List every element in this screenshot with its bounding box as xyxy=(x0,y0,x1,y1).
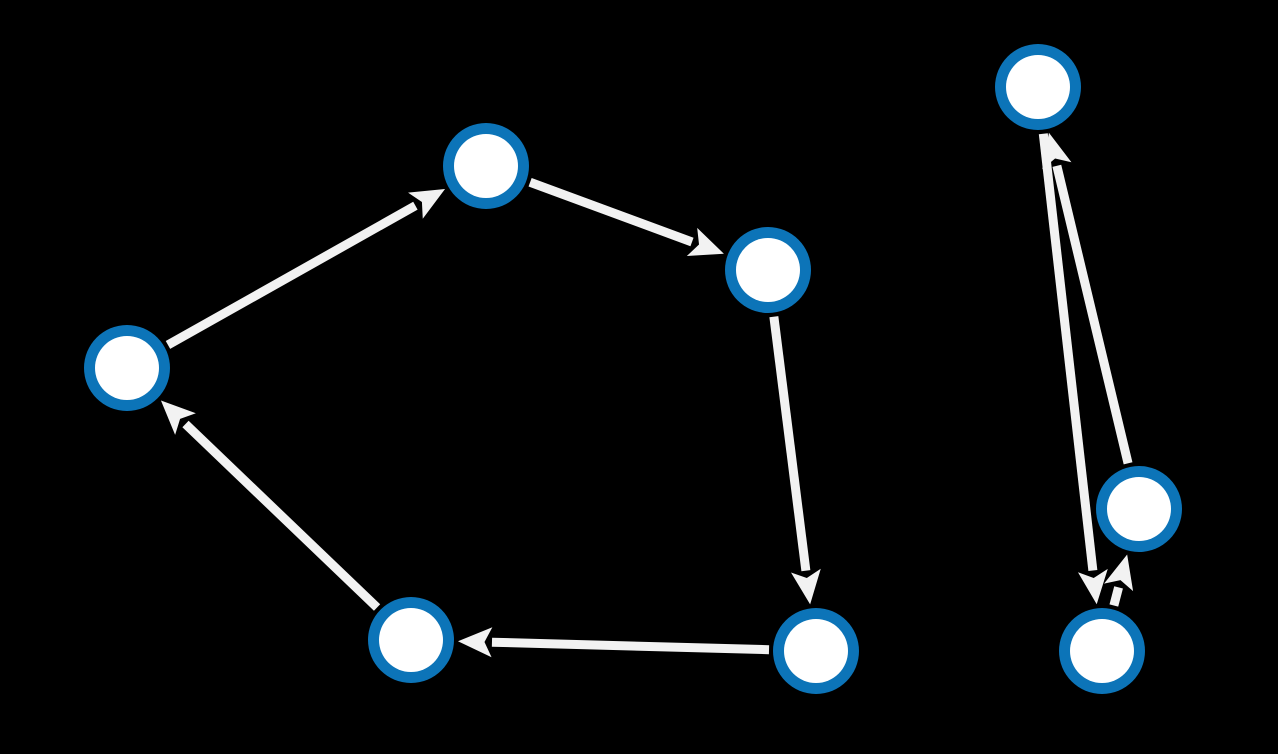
arrowhead-icon xyxy=(790,568,821,605)
graph-node-n7[interactable] xyxy=(1059,608,1145,694)
edge-n2-to-n3 xyxy=(528,178,724,257)
edge-line xyxy=(1052,164,1133,465)
arrowhead-icon xyxy=(1077,568,1108,605)
graph-node-n8[interactable] xyxy=(368,597,454,683)
graph-node-n3[interactable] xyxy=(725,227,811,313)
arrowhead-icon xyxy=(408,189,446,219)
edge-n7-to-n5 xyxy=(1104,554,1134,607)
edge-n6-to-n8 xyxy=(457,627,770,658)
edge-line xyxy=(528,178,694,247)
node-core xyxy=(736,238,800,302)
node-core xyxy=(1006,55,1070,119)
node-core xyxy=(95,336,159,400)
node-core xyxy=(1107,477,1171,541)
edge-line xyxy=(491,637,770,655)
edge-n4-to-n7 xyxy=(1038,133,1108,605)
graph-node-n6[interactable] xyxy=(773,608,859,694)
nodes-layer xyxy=(84,44,1182,694)
node-core xyxy=(1070,619,1134,683)
edge-line xyxy=(769,316,811,572)
arrowhead-icon xyxy=(160,400,196,435)
edge-n5-to-n4 xyxy=(1042,132,1133,465)
node-core xyxy=(379,608,443,672)
arrowhead-icon xyxy=(686,227,724,257)
edge-line xyxy=(1038,133,1098,572)
edge-n3-to-n6 xyxy=(769,316,821,605)
edge-line xyxy=(182,420,381,611)
edge-line xyxy=(165,201,418,349)
arrowhead-icon xyxy=(1104,554,1134,592)
graph-node-n5[interactable] xyxy=(1096,466,1182,552)
graph-node-n4[interactable] xyxy=(995,44,1081,130)
graph-node-n1[interactable] xyxy=(84,325,170,411)
node-core xyxy=(454,134,518,198)
edge-n1-to-n2 xyxy=(165,189,446,349)
graph-node-n2[interactable] xyxy=(443,123,529,209)
edge-line xyxy=(1109,586,1123,607)
arrowhead-icon xyxy=(457,627,493,658)
arrowhead-icon xyxy=(1042,132,1072,170)
edges-layer xyxy=(160,132,1134,658)
edge-n8-to-n1 xyxy=(160,400,381,611)
node-core xyxy=(784,619,848,683)
